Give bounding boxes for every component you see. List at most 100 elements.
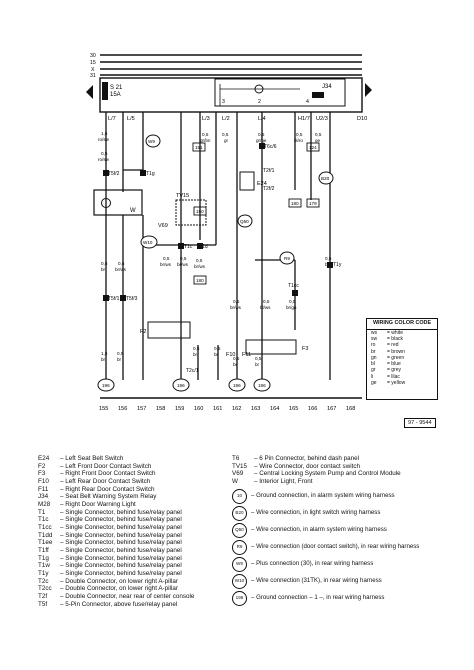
circle-ref-icon: R9: [232, 539, 247, 555]
svg-text:br/ws: br/ws: [115, 267, 127, 272]
legend-code: M28: [38, 501, 51, 509]
svg-text:150: 150: [196, 209, 204, 214]
svg-text:168: 168: [346, 406, 355, 412]
relay-pin-4: 4: [306, 99, 309, 105]
legend-code: T1: [38, 508, 46, 516]
legend-description: – Left Rear Door Contact Switch: [60, 478, 151, 486]
svg-text:1,5: 1,5: [101, 351, 108, 356]
legend-code: T1c: [38, 516, 49, 524]
legend-circle-row: B20 – Wire connection, in light switch wi…: [232, 505, 452, 521]
circle-ref-icon: W10: [232, 573, 247, 589]
svg-text:0,5: 0,5: [117, 351, 124, 356]
legend-code: F3: [38, 470, 46, 478]
circle-ref-icon: B20: [232, 505, 247, 521]
svg-text:163: 163: [251, 406, 260, 412]
legend-code: T1w: [38, 562, 50, 570]
svg-text:W10: W10: [143, 240, 153, 245]
legend-row: T1dd– Single Connector, behind fuse/rela…: [38, 532, 223, 540]
svg-text:158: 158: [156, 406, 165, 412]
svg-text:ro/sw: ro/sw: [98, 157, 110, 162]
legend-description: – 5-Pin Connector, above fuse/relay pane…: [60, 600, 178, 608]
relay-contact: [312, 92, 324, 98]
svg-text:L/5: L/5: [127, 116, 135, 122]
color-code-row: gr= grey: [371, 367, 402, 374]
fuse-id: S 21: [110, 85, 123, 91]
svg-text:159: 159: [175, 406, 184, 412]
wires: [105, 112, 331, 380]
legend-row: T1– Single Connector, behind fuse/relay …: [38, 509, 223, 517]
svg-text:1,5: 1,5: [101, 131, 108, 136]
legend-row: T1y – Single Connector, behind fuse/relay…: [38, 570, 223, 578]
bus-labels: 30 15 X 31: [90, 53, 96, 79]
svg-text:bl/ws: bl/ws: [260, 305, 271, 310]
svg-text:155: 155: [99, 406, 108, 412]
svg-text:165: 165: [289, 406, 298, 412]
legend-row: T1g– Single Connector, behind fuse/relay…: [38, 555, 223, 563]
svg-text:br: br: [101, 357, 106, 362]
legend-row: M28– Right Door Warning Light: [38, 501, 223, 509]
legend-description: – Wire connection, in alarm system wirin…: [251, 526, 387, 534]
svg-text:T5f/1: T5f/1: [108, 296, 120, 302]
svg-text:U2/3: U2/3: [316, 116, 328, 122]
legend-row: F11– Right Rear Door Contact Switch: [38, 486, 223, 494]
legend-description: – Single Connector, behind fuse/relay pa…: [60, 570, 182, 578]
relay-pin-3: 3: [222, 99, 225, 105]
legend-description: – Single Connector, behind fuse/relay pa…: [60, 539, 182, 547]
legend-description: – Single Connector, behind fuse/relay pa…: [60, 531, 182, 539]
legend-row: T1ff– Single Connector, behind fuse/rela…: [38, 547, 223, 555]
svg-text:0,5: 0,5: [289, 299, 296, 304]
color-code-title: WIRING COLOR CODE: [367, 319, 437, 330]
circle-ref-icon: 196: [232, 590, 247, 606]
legend-code: J34: [38, 493, 49, 501]
legend-description: – Double Connector, near rear of center …: [60, 593, 195, 601]
svg-text:T1c: T1c: [184, 244, 193, 250]
legend-code: T5f: [38, 600, 48, 608]
svg-text:F11: F11: [242, 352, 251, 358]
legend-code: F10: [38, 478, 49, 486]
svg-text:gr/bn: gr/bn: [200, 138, 211, 143]
circle-ref-icon: Q50: [232, 522, 247, 538]
svg-text:br: br: [117, 357, 122, 362]
svg-text:D10: D10: [357, 116, 367, 122]
legend-description: – Seat Belt Warning System Relay: [60, 493, 157, 501]
legend-code: T6: [232, 455, 240, 462]
legend-row: TV15– Wire Connector, door contact switc…: [232, 463, 452, 471]
color-code-row: br= brown: [371, 348, 405, 355]
legend-description: – Ground connection, in alarm system wir…: [251, 492, 395, 500]
legend-row: F3 – Right Front Door Contact Switch: [38, 470, 223, 478]
svg-text:0,5: 0,5: [315, 132, 322, 137]
legend-row: T1cc– Single Connector, behind fuse/rela…: [38, 524, 223, 532]
svg-text:0,5: 0,5: [214, 346, 221, 351]
svg-text:br: br: [193, 352, 198, 357]
legend-row: T2f– Double Connector, near rear of cent…: [38, 593, 223, 601]
legend-description: – Wire connection, in light switch wirin…: [251, 509, 381, 517]
svg-text:T6c/6: T6c/6: [264, 144, 277, 150]
svg-text:E24: E24: [257, 181, 267, 187]
legend-circle-row: Q50 – Wire connection, in alarm system wi…: [232, 522, 452, 538]
legend-row: W– Interior Light, Front: [232, 478, 452, 486]
bus-label-31: 31: [90, 73, 96, 79]
svg-text:Q50: Q50: [240, 219, 249, 224]
legend-description: – Left Seat Belt Switch: [60, 455, 124, 462]
figure-reference-number: 97 - 9544: [404, 418, 436, 428]
legend-code: T1ff: [38, 547, 49, 555]
svg-text:161: 161: [213, 406, 222, 412]
legend-code: T1y: [38, 570, 49, 578]
svg-text:0,5: 0,5: [233, 356, 240, 361]
wiring-color-code-box: WIRING COLOR CODE ws= white sw= black ro…: [366, 318, 438, 400]
svg-text:0,5: 0,5: [101, 261, 108, 266]
legend-description: – Right Front Door Contact Switch: [60, 470, 156, 478]
svg-text:157: 157: [137, 406, 146, 412]
legend-code: T1cc: [38, 524, 52, 532]
svg-text:W9: W9: [148, 139, 155, 144]
legend-code: F2: [38, 462, 46, 470]
legend-code: F11: [38, 485, 49, 493]
svg-text:162: 162: [232, 406, 241, 412]
circle-ref-icon: W9: [232, 556, 247, 572]
svg-text:B20: B20: [321, 176, 330, 181]
svg-text:bl/ro: bl/ro: [294, 138, 303, 143]
legend-description: – Single Connector, behind fuse/relay pa…: [60, 562, 182, 570]
svg-text:H1/7: H1/7: [298, 116, 310, 122]
svg-text:br/ws: br/ws: [194, 264, 206, 269]
relay-panel-box: [99, 77, 363, 113]
